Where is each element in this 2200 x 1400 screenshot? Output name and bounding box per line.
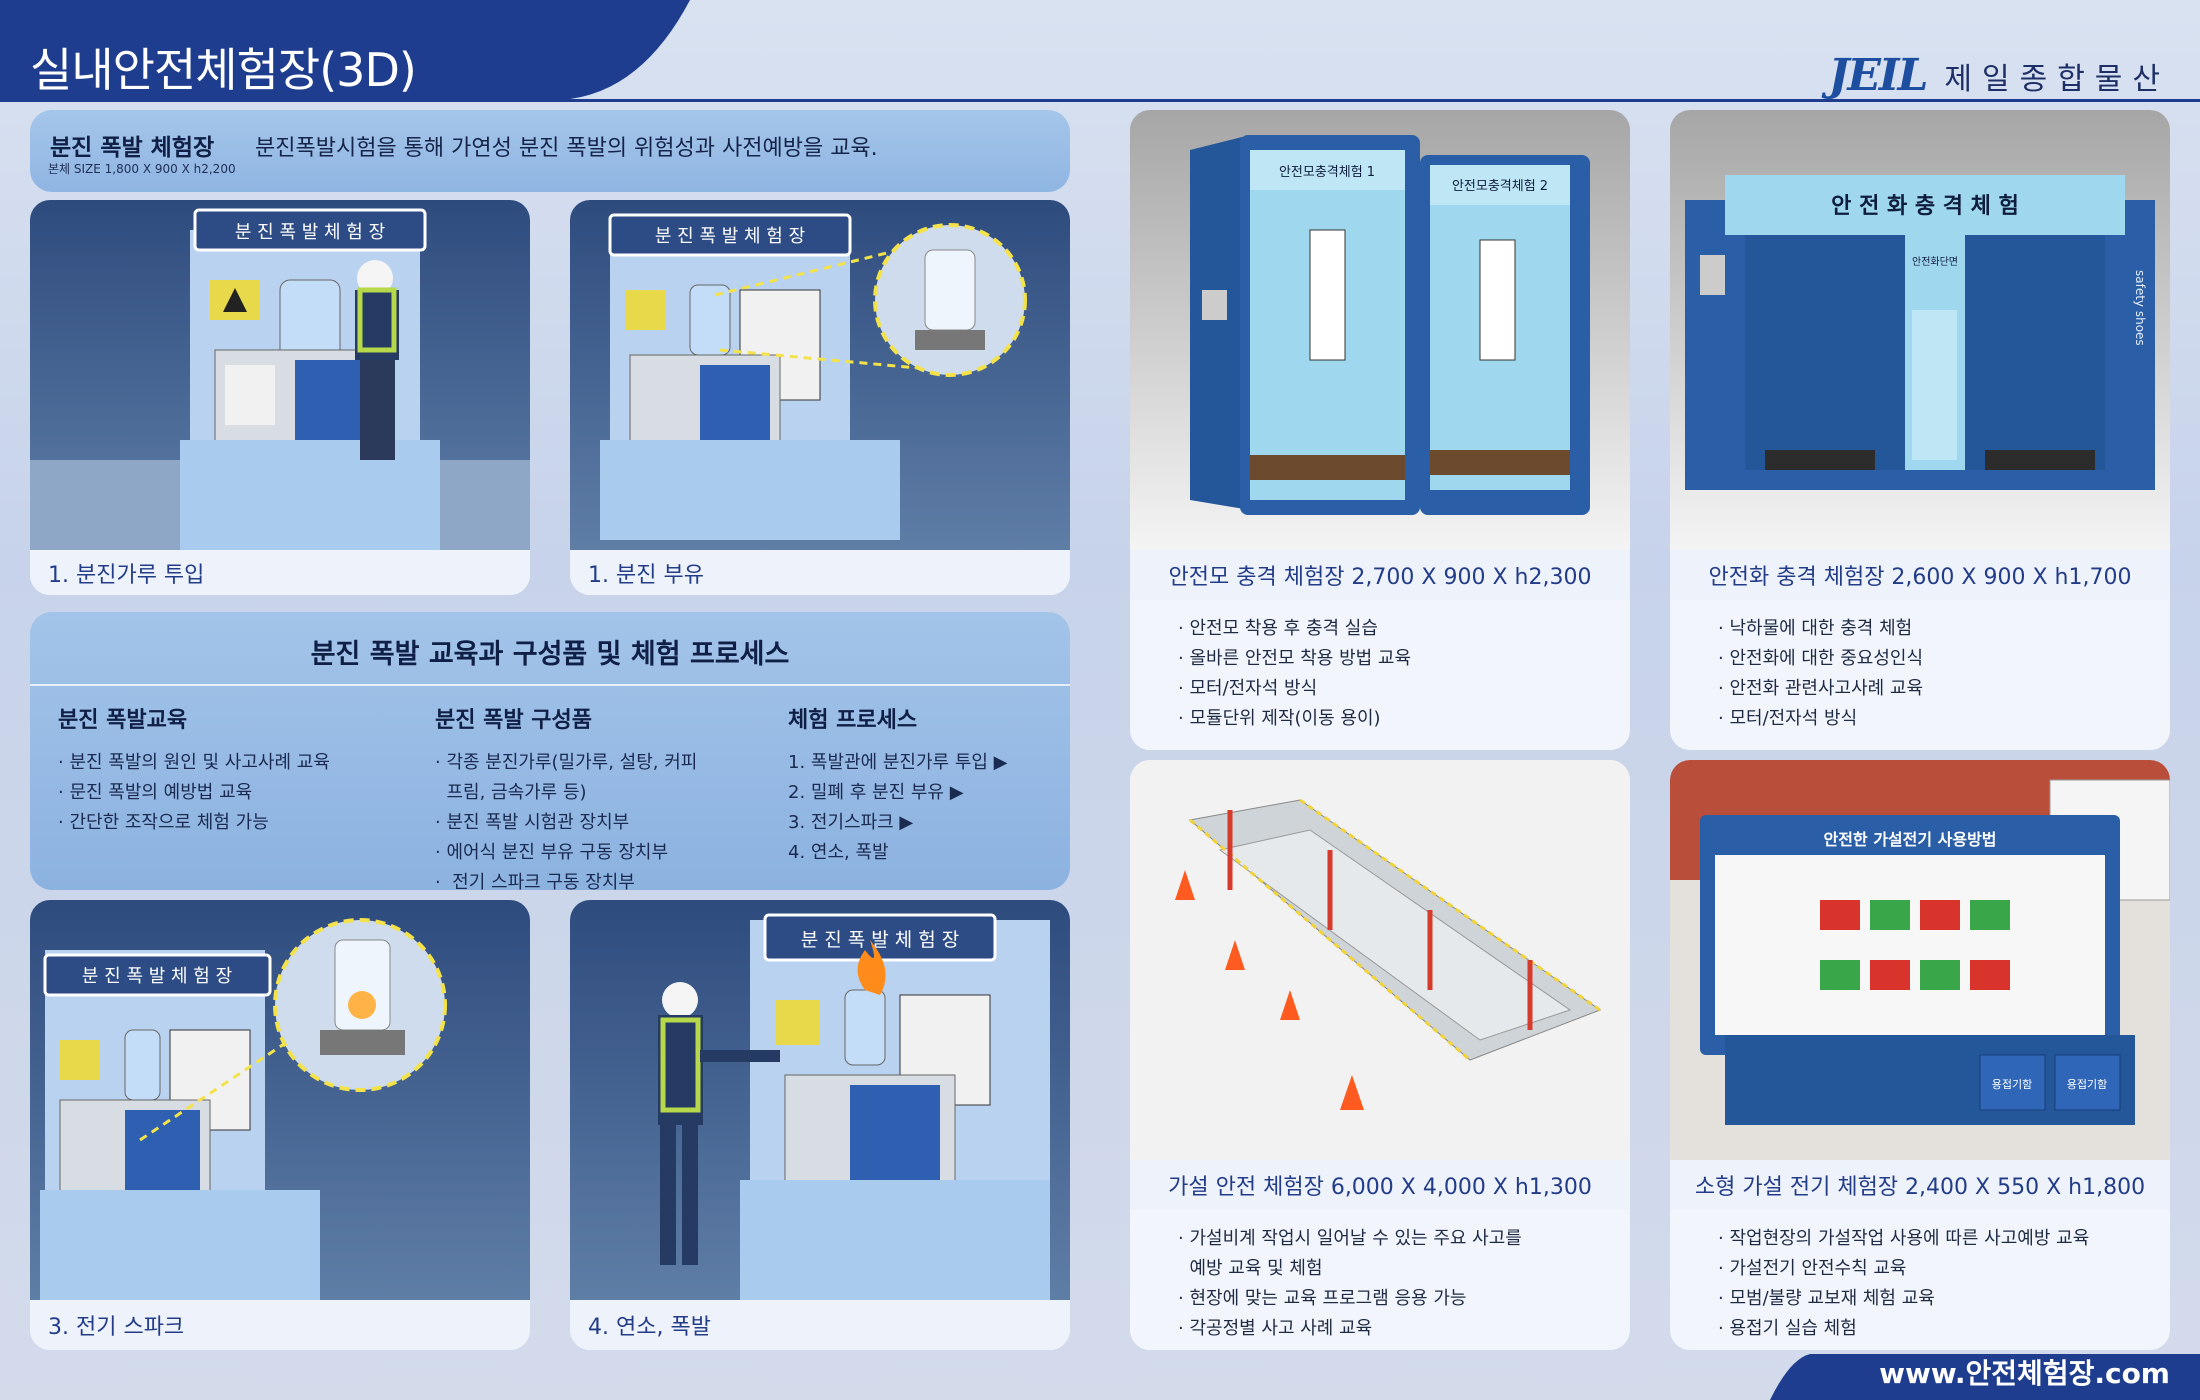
feature-item: · 모듈단위 제작(이동 용이) — [1178, 708, 1381, 729]
component-item: 프림, 금속가루 등) — [435, 782, 587, 803]
welder-box-label-2: 용접기함 — [2067, 1078, 2107, 1091]
education-item: · 간단한 조작으로 체험 가능 — [58, 812, 269, 833]
feature-item: 예방 교육 및 체험 — [1178, 1258, 1323, 1279]
shoe-section-label: 안전화단면 — [1912, 256, 1958, 268]
step-sign-4: 분 진 폭 발 체 험 장 — [801, 929, 960, 951]
feature-item: · 가설전기 안전수칙 교육 — [1718, 1258, 1907, 1279]
step-card-4: 분 진 폭 발 체 험 장 4. 연소, 폭발 — [570, 900, 1070, 1350]
shoe-booth-illustration: 안 전 화 충 격 체 험 안전화단면 safety shoes — [1670, 110, 2170, 550]
header-band — [0, 0, 690, 100]
step-caption-2: 1. 분진 부유 — [570, 550, 1070, 595]
footer-band — [1770, 1354, 2200, 1400]
feature-item: · 현장에 맞는 교육 프로그램 응용 가능 — [1178, 1288, 1467, 1309]
helmet-booth-illustration: 안전모충격체험 1 안전모충격체험 2 — [1130, 110, 1630, 550]
electric-caption: 소형 가설 전기 체험장 2,400 X 550 X h1,800 — [1670, 1160, 2170, 1210]
feature-item: · 용접기 실습 체험 — [1718, 1318, 1857, 1339]
flow-item: 3. 전기스파크 ▶ — [788, 812, 914, 833]
page-title: 실내안전체험장(3D) — [30, 43, 417, 97]
feature-item: · 낙하물에 대한 충격 체험 — [1718, 618, 1913, 639]
step-caption-1: 1. 분진가루 투입 — [30, 550, 530, 595]
header-divider — [0, 99, 2200, 102]
education-item: · 분진 폭발의 원인 및 사고사례 교육 — [58, 752, 330, 773]
shoes-features: · 낙하물에 대한 충격 체험 · 안전화에 대한 중요성인식 · 안전화 관련… — [1670, 600, 2170, 750]
shoe-booth-title: 안 전 화 충 격 체 험 — [1831, 193, 2019, 219]
scaffold-caption: 가설 안전 체험장 6,000 X 4,000 X h1,300 — [1130, 1160, 1630, 1210]
intro-title: 분진 폭발 체험장 — [50, 135, 215, 161]
brand-name: 제일종합물산 — [1944, 61, 2170, 97]
welder-box-label-1: 용접기함 — [1992, 1078, 2032, 1091]
step-card-1: 분 진 폭 발 체 험 장 1. 분진가루 투입 — [30, 200, 530, 595]
step-sign-2: 분 진 폭 발 체 험 장 — [655, 226, 805, 247]
feature-item: · 올바른 안전모 착용 방법 교육 — [1178, 648, 1412, 669]
intro-size: 본체 SIZE 1,800 X 900 X h2,200 — [48, 162, 236, 176]
component-item: · 각종 분진가루(밀가루, 설탕, 커피 — [435, 752, 698, 773]
website-link[interactable]: www.안전체험장.com — [1879, 1357, 2170, 1390]
step-caption-3: 3. 전기 스파크 — [30, 1300, 530, 1350]
feature-item: · 안전화 관련사고사례 교육 — [1718, 678, 1924, 699]
brand: JEIL 제일종합물산 — [1829, 50, 2170, 101]
helmet-features: · 안전모 착용 후 충격 실습 · 올바른 안전모 착용 방법 교육 · 모터… — [1130, 600, 1630, 750]
step-illustration-2: 분 진 폭 발 체 험 장 — [570, 200, 1070, 550]
scaffold-features: · 가설비계 작업시 일어날 수 있는 주요 사고를 예방 교육 및 체험 · … — [1130, 1210, 1630, 1350]
helmet-booth-label-2: 안전모충격체험 2 — [1452, 179, 1548, 194]
helmet-booth-label-1: 안전모충격체험 1 — [1279, 165, 1375, 180]
step-illustration-4: 분 진 폭 발 체 험 장 — [570, 900, 1070, 1300]
feature-item: · 가설비계 작업시 일어날 수 있는 주요 사고를 — [1178, 1228, 1522, 1249]
step-illustration-1: 분 진 폭 발 체 험 장 — [30, 200, 530, 550]
feature-item: · 모범/불량 교보재 체험 교육 — [1718, 1288, 1935, 1309]
step-sign-3: 분 진 폭 발 체 험 장 — [82, 966, 232, 987]
step-illustration-3: 분 진 폭 발 체 험 장 — [30, 900, 530, 1300]
product-card-shoes: 안 전 화 충 격 체 험 안전화단면 safety shoes 안전화 충격 … — [1670, 110, 2170, 750]
step-sign-1: 분 진 폭 발 체 험 장 — [235, 222, 385, 243]
component-item: · 에어식 분진 부유 구동 장치부 — [435, 842, 669, 863]
scaffold-illustration — [1130, 760, 1630, 1160]
components-title: 분진 폭발 구성품 — [435, 708, 592, 733]
shoes-caption: 안전화 충격 체험장 2,600 X 900 X h1,700 — [1670, 550, 2170, 600]
feature-item: · 안전모 착용 후 충격 실습 — [1178, 618, 1378, 639]
feature-item: · 모터/전자석 방식 — [1178, 678, 1318, 699]
components-column: 분진 폭발 구성품 · 각종 분진가루(밀가루, 설탕, 커피 프림, 금속가루… — [435, 702, 697, 890]
product-card-helmet: 안전모충격체험 1 안전모충격체험 2 안전모 충격 체험장 2,700 X 9… — [1130, 110, 1630, 750]
step-caption-4: 4. 연소, 폭발 — [570, 1300, 1070, 1350]
education-column: 분진 폭발교육 · 분진 폭발의 원인 및 사고사례 교육 · 문진 폭발의 예… — [58, 702, 330, 838]
electric-booth-illustration: 안전한 가설전기 사용방법 용접기함 용접기함 — [1670, 760, 2170, 1160]
flow-column: 체험 프로세스 1. 폭발관에 분진가루 투입 ▶ 2. 밀폐 후 분진 부유 … — [788, 702, 1008, 868]
process-panel: 분진 폭발 교육과 구성품 및 체험 프로세스 분진 폭발교육 · 분진 폭발의… — [30, 612, 1070, 890]
intro-panel: 분진 폭발 체험장 본체 SIZE 1,800 X 900 X h2,200 분… — [30, 110, 1070, 192]
product-card-scaffold: 가설 안전 체험장 6,000 X 4,000 X h1,300 · 가설비계 … — [1130, 760, 1630, 1350]
electric-features: · 작업현장의 가설작업 사용에 따른 사고예방 교육 · 가설전기 안전수칙 … — [1670, 1210, 2170, 1350]
step-card-2: 분 진 폭 발 체 험 장 1. 분진 부유 — [570, 200, 1070, 595]
electric-board-title: 안전한 가설전기 사용방법 — [1823, 830, 1996, 849]
process-divider — [30, 684, 1070, 686]
flow-item: 2. 밀폐 후 분진 부유 ▶ — [788, 782, 964, 803]
shoe-side-label: safety shoes — [2133, 270, 2147, 346]
feature-item: · 작업현장의 가설작업 사용에 따른 사고예방 교육 — [1718, 1228, 2090, 1249]
flow-item: 4. 연소, 폭발 — [788, 842, 889, 863]
feature-item: · 안전화에 대한 중요성인식 — [1718, 648, 1924, 669]
flow-item: 1. 폭발관에 분진가루 투입 ▶ — [788, 752, 1008, 773]
intro-description: 분진폭발시험을 통해 가연성 분진 폭발의 위험성과 사전예방을 교육. — [255, 136, 878, 161]
component-item: · 전기 스파크 구동 장치부 — [435, 872, 635, 890]
feature-item: · 각공정별 사고 사례 교육 — [1178, 1318, 1373, 1339]
flow-title: 체험 프로세스 — [788, 708, 918, 733]
feature-item: · 모터/전자석 방식 — [1718, 708, 1858, 729]
helmet-caption: 안전모 충격 체험장 2,700 X 900 X h2,300 — [1130, 550, 1630, 600]
brand-logo: JEIL — [1828, 50, 1929, 101]
education-title: 분진 폭발교육 — [58, 708, 188, 733]
education-item: · 문진 폭발의 예방법 교육 — [58, 782, 253, 803]
step-card-3: 분 진 폭 발 체 험 장 3. 전기 스파크 — [30, 900, 530, 1350]
process-heading: 분진 폭발 교육과 구성품 및 체험 프로세스 — [310, 639, 790, 670]
component-item: · 분진 폭발 시험관 장치부 — [435, 812, 630, 833]
product-card-electric: 안전한 가설전기 사용방법 용접기함 용접기함 소형 가설 전기 체험장 2,4… — [1670, 760, 2170, 1350]
